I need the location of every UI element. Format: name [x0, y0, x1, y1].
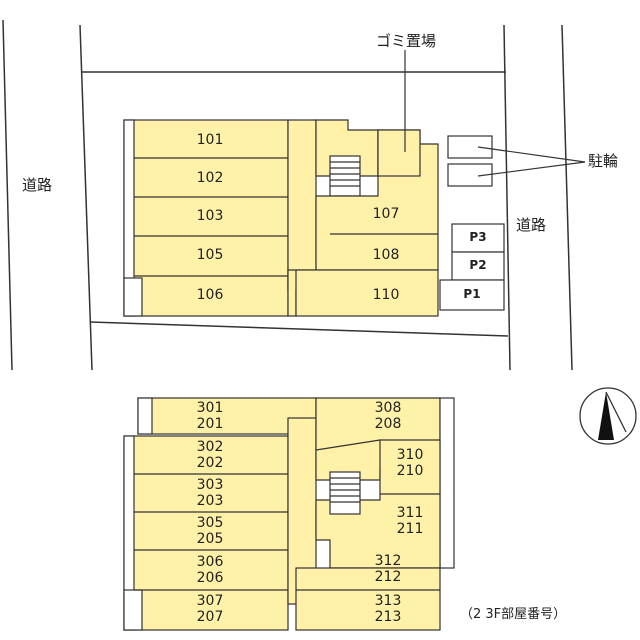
ground-left-block: [123, 119, 289, 317]
upper-left-block: [123, 435, 289, 631]
upper-floor-building: [123, 397, 455, 631]
upper-stairs: [329, 471, 361, 515]
ground-floor-building: [123, 119, 439, 317]
north-compass-icon: [579, 387, 637, 445]
bicycle-parking-label: 駐輪: [588, 152, 619, 170]
ground-corridor: [287, 119, 317, 291]
parking-p3: P3: [469, 230, 487, 244]
parking-p1: P1: [463, 287, 481, 301]
unit-102: 102: [196, 170, 224, 186]
unit-101: 101: [196, 132, 224, 148]
road-left-label: 道路: [22, 176, 53, 194]
parking-p2: P2: [469, 258, 487, 272]
upper-301-block: [137, 397, 317, 435]
unit-108: 108: [372, 247, 400, 263]
unit-106: 106: [196, 287, 224, 303]
unit-103: 103: [196, 208, 224, 224]
unit-105: 105: [196, 247, 224, 263]
ground-106-balcony: [123, 277, 143, 317]
ground-110-block: [295, 269, 439, 317]
garbage-area: [377, 129, 421, 177]
road-lines: [2, 19, 573, 371]
garbage-area-label: ゴミ置場: [376, 32, 437, 50]
road-right-label: 道路: [516, 216, 547, 234]
bicycle-parking: [447, 135, 586, 187]
unit-107: 107: [372, 206, 400, 222]
unit-110: 110: [372, 287, 400, 303]
floor-note-label: （2 3F部屋番号）: [460, 607, 567, 622]
site-boundary: [82, 71, 509, 337]
car-parking: [439, 223, 505, 311]
upper-313-block: [295, 567, 441, 631]
